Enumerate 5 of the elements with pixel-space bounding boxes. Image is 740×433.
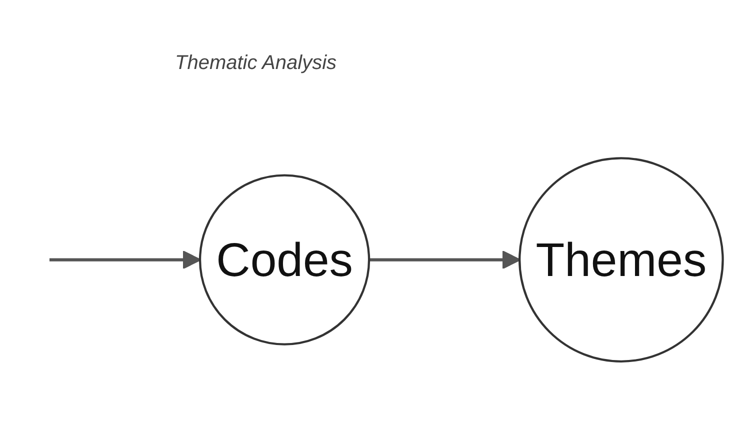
arrow	[49, 250, 201, 270]
annotation-label: Thematic Analysis	[175, 52, 337, 75]
node-circle: Themes	[518, 157, 724, 363]
arrow	[369, 250, 520, 270]
node-circle: Codes	[198, 174, 370, 346]
